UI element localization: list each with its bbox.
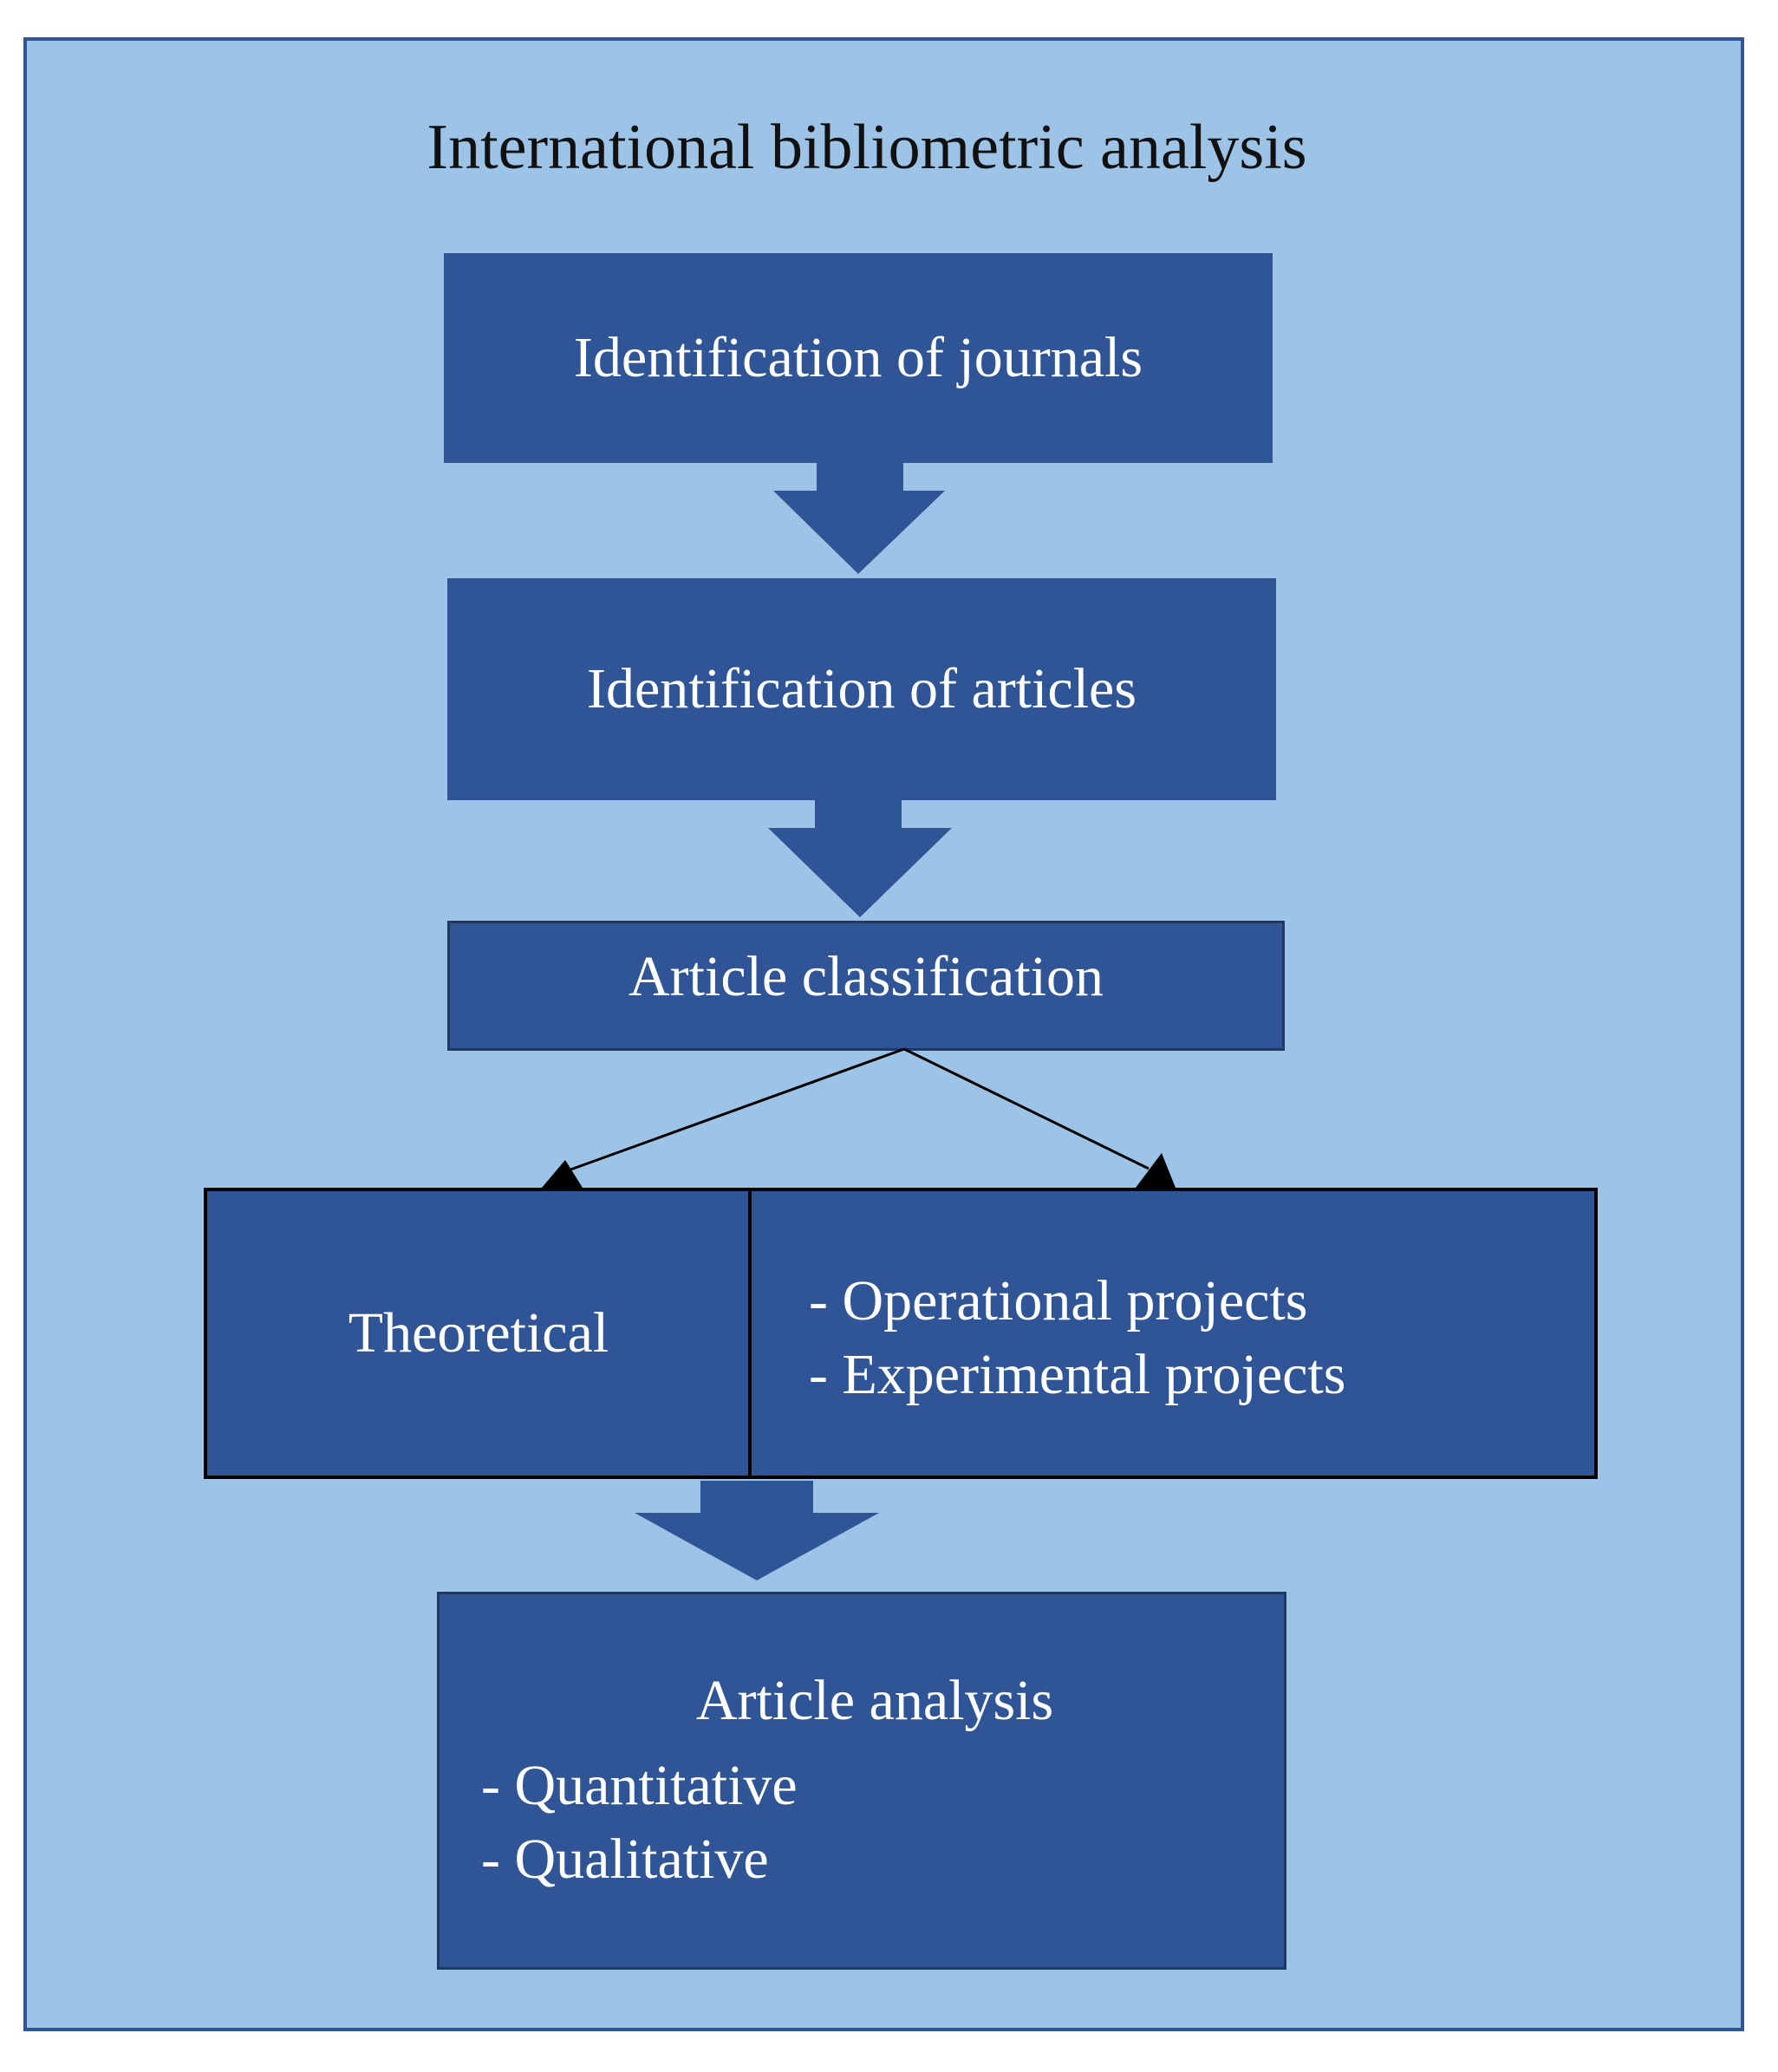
diagram-title: International bibliometric analysis — [427, 112, 1307, 183]
journals-label: Identification of journals — [573, 326, 1143, 389]
articles-box: Identification of articles — [447, 578, 1276, 800]
analysis-box: Article analysis - Quantitative - Qualit… — [437, 1592, 1286, 1970]
analysis-list: - Quantitative - Qualitative — [481, 1749, 798, 1896]
experimental-projects-item: - Experimental projects — [809, 1343, 1346, 1406]
articles-label: Identification of articles — [586, 657, 1137, 720]
classification-label: Article classification — [628, 945, 1104, 1008]
operational-projects-item: - Operational projects — [809, 1269, 1308, 1332]
quantitative-item: - Quantitative — [481, 1754, 798, 1817]
qualitative-item: - Qualitative — [481, 1828, 769, 1891]
analysis-heading: Article analysis — [695, 1669, 1054, 1732]
projects-list: - Operational projects - Experimental pr… — [809, 1264, 1345, 1411]
projects-box: - Operational projects - Experimental pr… — [748, 1188, 1598, 1479]
classification-box: Article classification — [447, 921, 1285, 1051]
journals-box: Identification of journals — [444, 253, 1273, 463]
theoretical-label: Theoretical — [348, 1301, 609, 1365]
theoretical-box: Theoretical — [204, 1188, 753, 1479]
